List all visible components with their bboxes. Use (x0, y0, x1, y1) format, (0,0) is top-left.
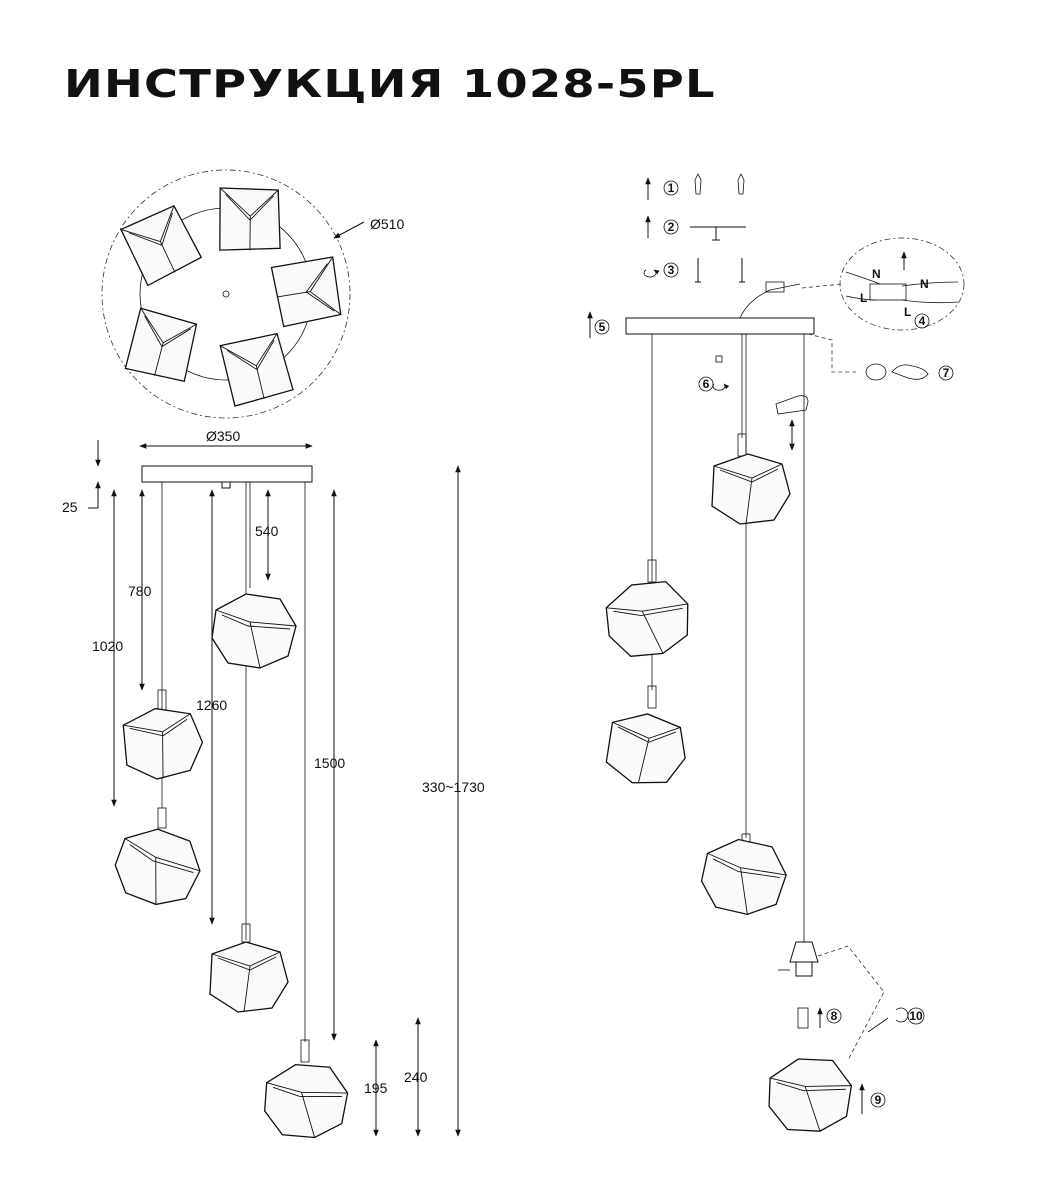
pendant-shade (603, 709, 690, 789)
pendant-shade (209, 941, 289, 1013)
screw-icon (867, 1017, 889, 1033)
step-marker (826, 1008, 842, 1024)
drop-540-label: 540 (255, 523, 279, 539)
neutral-label: N (920, 277, 929, 291)
step-2-label: 2 (668, 220, 675, 234)
top-view-shade (219, 331, 295, 408)
step-7-label: 7 (943, 366, 950, 380)
side-view: Ø350 25 540 780 (62, 428, 485, 1142)
step-marker (698, 376, 714, 392)
cable-grip-icon (865, 363, 887, 381)
step-marker (914, 313, 930, 329)
outer-diameter-circle (101, 169, 351, 419)
supply-cable (739, 283, 801, 319)
rotate-icon (895, 1007, 909, 1023)
cable-sleeve (157, 807, 167, 829)
wire (901, 281, 959, 304)
step-marker (907, 1007, 925, 1025)
canopy (141, 465, 313, 483)
installation-diagram: 1 2 3 N N L L 4 (587, 173, 965, 1137)
step-1-label: 1 (668, 181, 675, 195)
cable-sleeve (647, 559, 657, 583)
top-view-shade (270, 256, 343, 328)
pendant-shade (711, 453, 791, 525)
step-marker (663, 219, 679, 235)
shade-240-label: 240 (404, 1069, 428, 1085)
mounting-bracket-icon (690, 226, 746, 241)
pendant-shade (211, 593, 297, 669)
screw-icon (695, 258, 701, 283)
overall-height-label: 330~1730 (422, 779, 485, 795)
step-6-label: 6 (703, 377, 710, 391)
pendant-shade (108, 821, 208, 913)
top-view: Ø510 (101, 169, 404, 419)
live-label: L (904, 305, 911, 319)
drop-1020-label: 1020 (92, 638, 123, 654)
detail-leader (817, 945, 885, 1061)
live-label: L (860, 291, 867, 305)
drop-780-label: 780 (128, 583, 152, 599)
canopy-height-label: 25 (62, 499, 78, 515)
drop-1500-label: 1500 (314, 755, 345, 771)
rotate-icon (712, 383, 730, 391)
wall-plug-icon (737, 173, 745, 195)
canopy-screw (221, 481, 231, 489)
page-title: ИНСТРУКЦИЯ 1028-5PL (64, 62, 716, 106)
wall-plug-icon (694, 173, 702, 195)
top-view-diameter-label: Ø510 (370, 216, 404, 232)
screw-icon (739, 258, 745, 283)
step-8-label: 8 (831, 1009, 838, 1023)
cable-sleeve (647, 685, 657, 709)
step-marker (870, 1092, 886, 1108)
shade-195-label: 195 (364, 1080, 388, 1096)
pendant-shade (763, 1053, 857, 1137)
step-marker (663, 262, 679, 278)
bulb-icon (797, 1007, 809, 1029)
wire (845, 271, 881, 301)
top-view-shade (215, 185, 285, 255)
lamp-holder-socket (795, 961, 813, 977)
top-view-shade (119, 202, 205, 288)
step-marker (663, 180, 679, 196)
step-marker (594, 319, 610, 335)
step-marker (938, 365, 954, 381)
cap-icon (715, 355, 723, 363)
step-5-label: 5 (599, 320, 606, 334)
top-view-shade (120, 305, 203, 388)
lamp-holder (789, 941, 819, 963)
step-4-label: 4 (919, 314, 926, 328)
terminal-block (869, 283, 907, 301)
drop-1260-label: 1260 (196, 697, 227, 713)
connector-icon (765, 281, 785, 293)
detail-leader (801, 283, 843, 289)
pendant-shade (260, 1060, 352, 1142)
hand-icon (775, 395, 809, 415)
pendant-shade (597, 572, 699, 666)
detail-leader (807, 333, 856, 373)
canopy-install (625, 317, 815, 335)
hand-icon (891, 364, 929, 380)
neutral-label: N (872, 267, 881, 281)
rotate-icon (643, 269, 660, 278)
pendant-shade (118, 702, 208, 784)
canopy-diameter-label: Ø350 (206, 428, 240, 444)
step-9-label: 9 (875, 1093, 882, 1107)
diameter-leader (333, 221, 365, 239)
step-3-label: 3 (668, 263, 675, 277)
cable-sleeve (300, 1039, 310, 1063)
pendant-shade (698, 836, 790, 918)
step-10-label: 10 (909, 1009, 923, 1023)
center-hole (222, 290, 230, 298)
